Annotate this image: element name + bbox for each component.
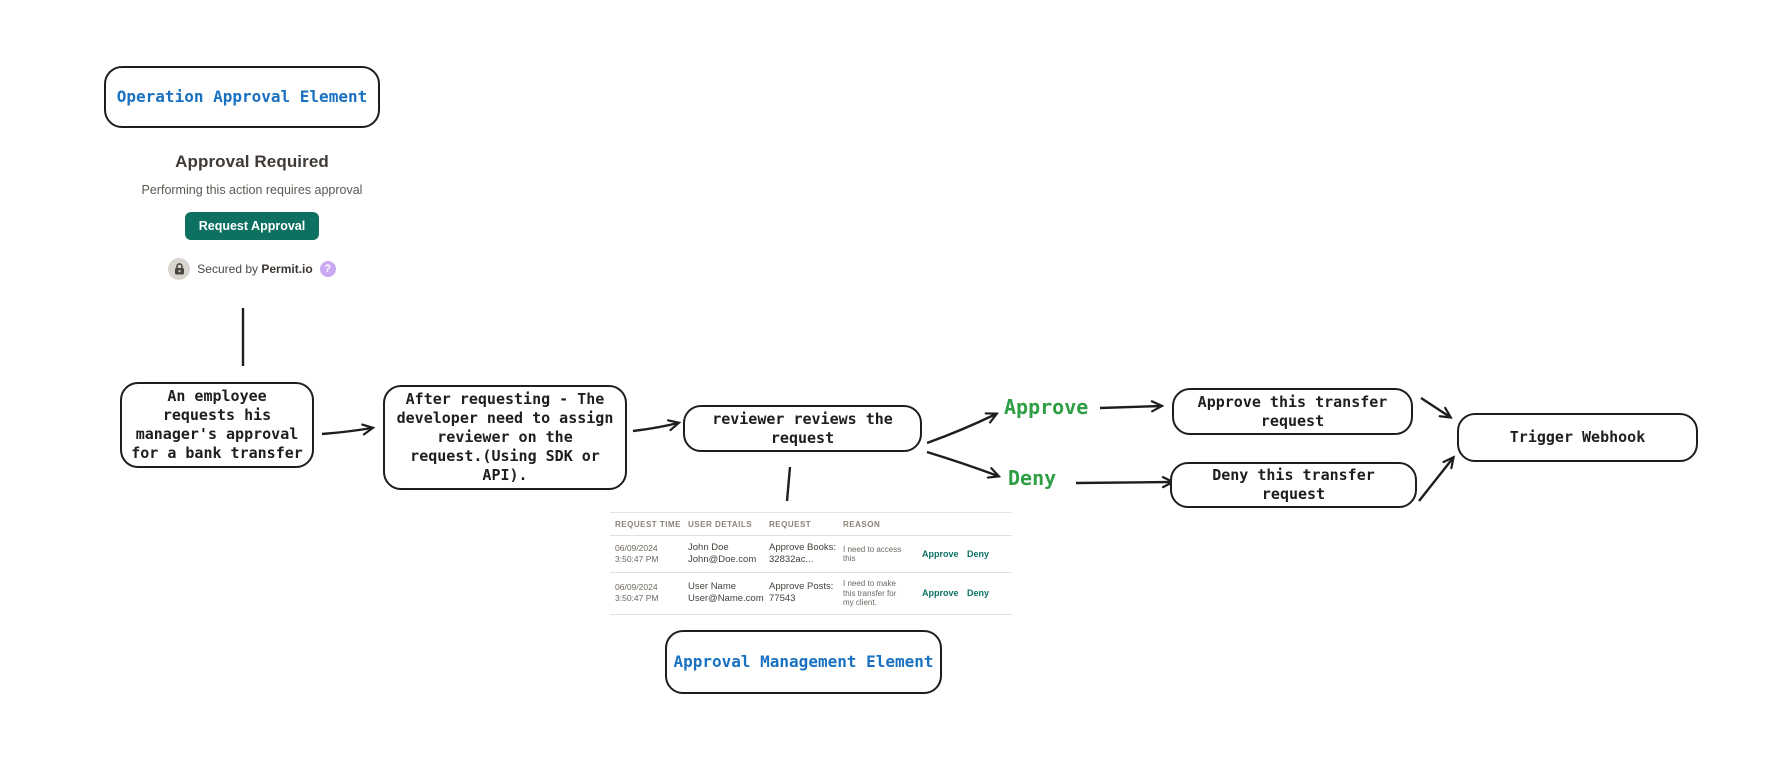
arrow-reviewer-to-approve: [926, 414, 996, 445]
approval-subtitle: Performing this action requires approval: [141, 183, 363, 197]
header-request: REQUEST: [769, 520, 812, 529]
arrow-employee-to-developer: [321, 428, 372, 434]
arrow-approve-to-approvebox: [1099, 406, 1161, 408]
flow-node-trigger-webhook: Trigger Webhook: [1457, 413, 1698, 462]
approve-link[interactable]: Approve: [922, 588, 959, 599]
cell-request: Approve Books: 32832ac...: [769, 542, 837, 565]
flow-node-reviewer-reviews: reviewer reviews the request: [683, 405, 922, 452]
secured-by-brand: Permit.io: [261, 262, 313, 276]
flow-node-assign-reviewer: After requesting - The developer need to…: [383, 385, 627, 490]
help-icon[interactable]: ?: [319, 261, 336, 277]
deny-branch-label: Deny: [1008, 466, 1057, 490]
operation-approval-element-box: Operation Approval Element: [104, 66, 380, 128]
flow-node-trigger-webhook-label: Trigger Webhook: [1509, 428, 1646, 446]
arrow-reviewer-to-deny: [926, 450, 998, 476]
table-row: 06/09/2024 3:50:47 PM User Name User@Nam…: [610, 573, 1012, 615]
lock-icon: [168, 258, 191, 280]
arrow-deny-to-denybox: [1075, 482, 1172, 483]
deny-link[interactable]: Deny: [967, 549, 990, 559]
cell-reason: I need to make this transfer for my clie…: [843, 579, 897, 607]
operation-approval-element-label: Operation Approval Element: [116, 87, 368, 106]
flow-node-assign-reviewer-label: After requesting - The developer need to…: [396, 390, 614, 484]
approval-widget: Approval Required Performing this action…: [124, 152, 380, 280]
arrow-approvebox-to-webhook: [1420, 396, 1450, 417]
cell-request-time: 06/09/2024 3:50:47 PM: [615, 582, 659, 604]
table-row: 06/09/2024 3:50:47 PM John Doe John@Doe.…: [610, 536, 1012, 573]
flow-node-reviewer-reviews-label: reviewer reviews the request: [712, 409, 893, 447]
flow-node-employee-request-label: An employee requests his manager's appro…: [131, 387, 303, 462]
approval-management-element-label: Approval Management Element: [673, 652, 934, 671]
header-reason: REASON: [843, 520, 881, 529]
arrow-developer-to-reviewer: [632, 423, 678, 433]
approval-management-element-box: Approval Management Element: [665, 630, 942, 694]
cell-user-details: User Name User@Name.com: [688, 581, 764, 605]
approval-required-title: Approval Required: [175, 152, 329, 171]
flow-node-employee-request: An employee requests his manager's appro…: [120, 382, 314, 468]
flow-node-deny-request-label: Deny this transfer request: [1212, 466, 1375, 503]
header-user-details: USER DETAILS: [688, 520, 753, 529]
request-approval-button[interactable]: Request Approval: [184, 212, 320, 240]
secured-by-row: Secured by Permit.io ?: [124, 258, 380, 280]
flow-node-deny-request: Deny this transfer request: [1170, 462, 1417, 508]
cell-request: Approve Posts: 77543: [769, 581, 834, 605]
approve-branch-label: Approve: [1004, 395, 1089, 419]
cell-reason: I need to access this: [843, 544, 902, 564]
deny-link[interactable]: Deny: [967, 588, 990, 599]
cell-request-time: 06/09/2024 3:50:47 PM: [615, 543, 659, 564]
flow-node-approve-request-label: Approve this transfer request: [1197, 392, 1388, 430]
secured-by-text: Secured by Permit.io: [197, 262, 312, 276]
table-header-row: REQUEST TIME USER DETAILS REQUEST REASON: [610, 513, 1012, 536]
flow-node-approve-request: Approve this transfer request: [1172, 388, 1413, 435]
approve-link[interactable]: Approve: [922, 549, 959, 559]
cell-user-details: John Doe John@Doe.com: [688, 542, 757, 565]
header-request-time: REQUEST TIME: [615, 520, 682, 529]
arrow-denybox-to-webhook: [1418, 458, 1453, 502]
approval-requests-table: REQUEST TIME USER DETAILS REQUEST REASON…: [610, 512, 1012, 615]
line-reviewer-to-table: [785, 466, 792, 502]
secured-by-prefix: Secured by: [197, 262, 258, 276]
